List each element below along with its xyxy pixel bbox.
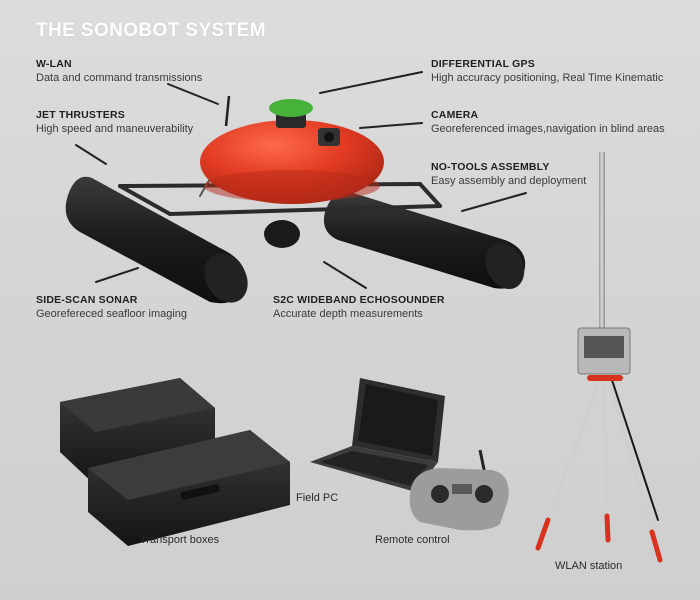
callout-thrusters: JET THRUSTERS High speed and maneuverabi…	[36, 108, 193, 136]
callout-heading: S2C WIDEBAND ECHOSOUNDER	[273, 294, 445, 306]
page-title: THE SONOBOT SYSTEM	[36, 20, 266, 41]
callout-description: Georeferenced images,navigation in blind…	[431, 123, 665, 135]
callout-heading: JET THRUSTERS	[36, 109, 125, 121]
transport-boxes	[60, 378, 290, 546]
callout-heading: SIDE-SCAN SONAR	[36, 294, 138, 306]
callout-assembly: NO-TOOLS ASSEMBLY Easy assembly and depl…	[431, 160, 586, 188]
callout-heading: W-LAN	[36, 58, 72, 70]
callout-heading: CAMERA	[431, 109, 479, 121]
leader-camera	[359, 122, 423, 129]
callout-heading: NO-TOOLS ASSEMBLY	[431, 161, 550, 173]
remote-control-device	[409, 449, 509, 531]
caption-transport-boxes: Transport boxes	[140, 534, 220, 546]
callout-description: Georefereced seafloor imaging	[36, 308, 188, 320]
mast	[599, 152, 605, 332]
callout-heading: DIFFERENTIAL GPS	[431, 58, 535, 70]
leader-thrusters	[75, 144, 107, 165]
callout-echosounder: S2C WIDEBAND ECHOSOUNDER Accurate depth …	[273, 293, 445, 321]
left-pontoon	[65, 176, 248, 304]
field-pc	[310, 378, 445, 492]
sonobot-vehicle	[65, 95, 526, 304]
leader-gps	[319, 71, 423, 94]
callout-sonar: SIDE-SCAN SONAR Georefereced seafloor im…	[36, 293, 187, 321]
caption-wlan-station: WLAN station	[555, 560, 623, 572]
gps-dome	[269, 99, 313, 117]
callout-wlan: W-LAN Data and command transmissions	[36, 57, 202, 85]
callout-camera: CAMERA Georeferenced images,navigation i…	[431, 108, 665, 136]
callout-gps: DIFFERENTIAL GPS High accuracy positioni…	[431, 57, 663, 85]
wlan-station	[535, 152, 663, 563]
right-pontoon	[323, 191, 526, 290]
leader-assembly	[461, 192, 527, 212]
leader-lines	[75, 71, 527, 289]
callout-description: Accurate depth measurements	[273, 308, 423, 320]
leader-wlan	[167, 83, 219, 105]
leader-sonar	[95, 267, 139, 283]
caption-field-pc: Field PC	[296, 492, 339, 504]
callout-description: High accuracy positioning, Real Time Kin…	[431, 72, 664, 84]
echosounder-pod	[264, 220, 300, 248]
callout-description: Data and command transmissions	[36, 72, 203, 84]
caption-remote-control: Remote control	[375, 534, 450, 546]
callout-description: High speed and maneuverability	[36, 123, 194, 135]
callout-description: Easy assembly and deployment	[431, 175, 587, 187]
wlan-antenna	[224, 95, 231, 127]
leader-echosounder	[323, 261, 367, 289]
